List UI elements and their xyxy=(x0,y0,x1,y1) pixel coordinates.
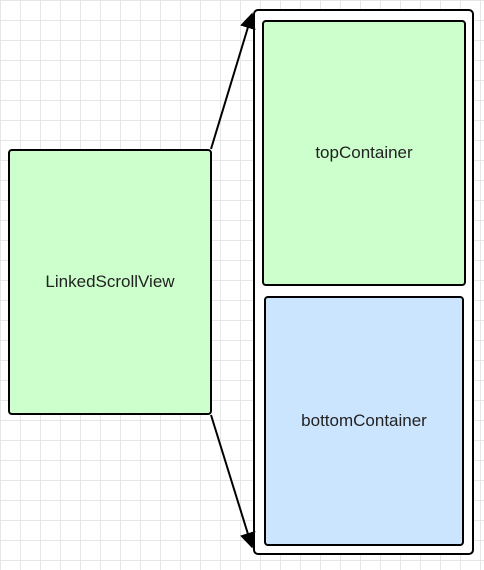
linked-scroll-view-node: LinkedScrollView xyxy=(8,149,212,415)
bottom-container-label: bottomContainer xyxy=(301,411,427,430)
edge-arrow-top xyxy=(210,12,256,150)
top-container-label: topContainer xyxy=(315,143,413,162)
top-container-node: topContainer xyxy=(262,20,466,286)
bottom-container-node: bottomContainer xyxy=(264,296,464,546)
linked-scroll-view-label: LinkedScrollView xyxy=(45,272,175,291)
edge-arrow-bottom xyxy=(210,414,256,549)
